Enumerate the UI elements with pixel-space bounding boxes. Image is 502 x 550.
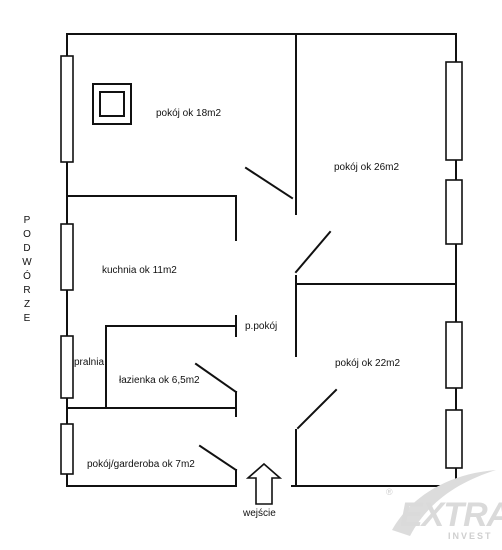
label-kitchen: kuchnia ok 11m2	[102, 265, 177, 276]
label-hall: p.pokój	[245, 321, 278, 332]
label-bathroom: łazienka ok 6,5m2	[119, 375, 200, 386]
label-room-26: pokój ok 26m2	[334, 162, 400, 173]
label-laundry: pralnia	[74, 357, 105, 368]
window-left-1	[60, 55, 74, 163]
window-left-3	[60, 335, 74, 399]
stove-outer	[92, 83, 132, 125]
label-room-22: pokój ok 22m2	[335, 358, 401, 369]
watermark-brand: EXTRA	[400, 496, 502, 534]
door-bathroom	[194, 362, 238, 394]
watermark-sub: INVEST	[448, 531, 493, 541]
window-right-1	[445, 61, 463, 161]
side-label-letter: W	[22, 257, 32, 268]
side-label-letter: D	[23, 243, 31, 254]
stove-inner	[99, 91, 125, 117]
side-label-letter: E	[23, 313, 31, 324]
label-wardrobe: pokój/garderoba ok 7m2	[87, 459, 195, 470]
watermark-registered-mark: ®	[386, 487, 393, 497]
side-label-letter: O	[23, 229, 31, 240]
side-label-letter: R	[23, 285, 31, 296]
door-room26	[294, 230, 332, 274]
entrance-arrow-icon	[245, 462, 283, 505]
watermark-swoosh-icon	[392, 470, 496, 536]
door-room22	[296, 388, 338, 430]
window-left-2	[60, 223, 74, 291]
side-label-letter: P	[23, 215, 31, 226]
window-right-2	[445, 179, 463, 245]
side-label-letter: Z	[23, 299, 31, 310]
window-left-4	[60, 423, 74, 475]
door-wardrobe	[198, 444, 238, 472]
side-label-letter: Ó	[23, 271, 31, 282]
window-right-4	[445, 409, 463, 469]
label-room-18: pokój ok 18m2	[156, 108, 222, 119]
label-entrance: wejście	[243, 508, 276, 519]
door-room18	[244, 166, 294, 200]
window-right-3	[445, 321, 463, 389]
